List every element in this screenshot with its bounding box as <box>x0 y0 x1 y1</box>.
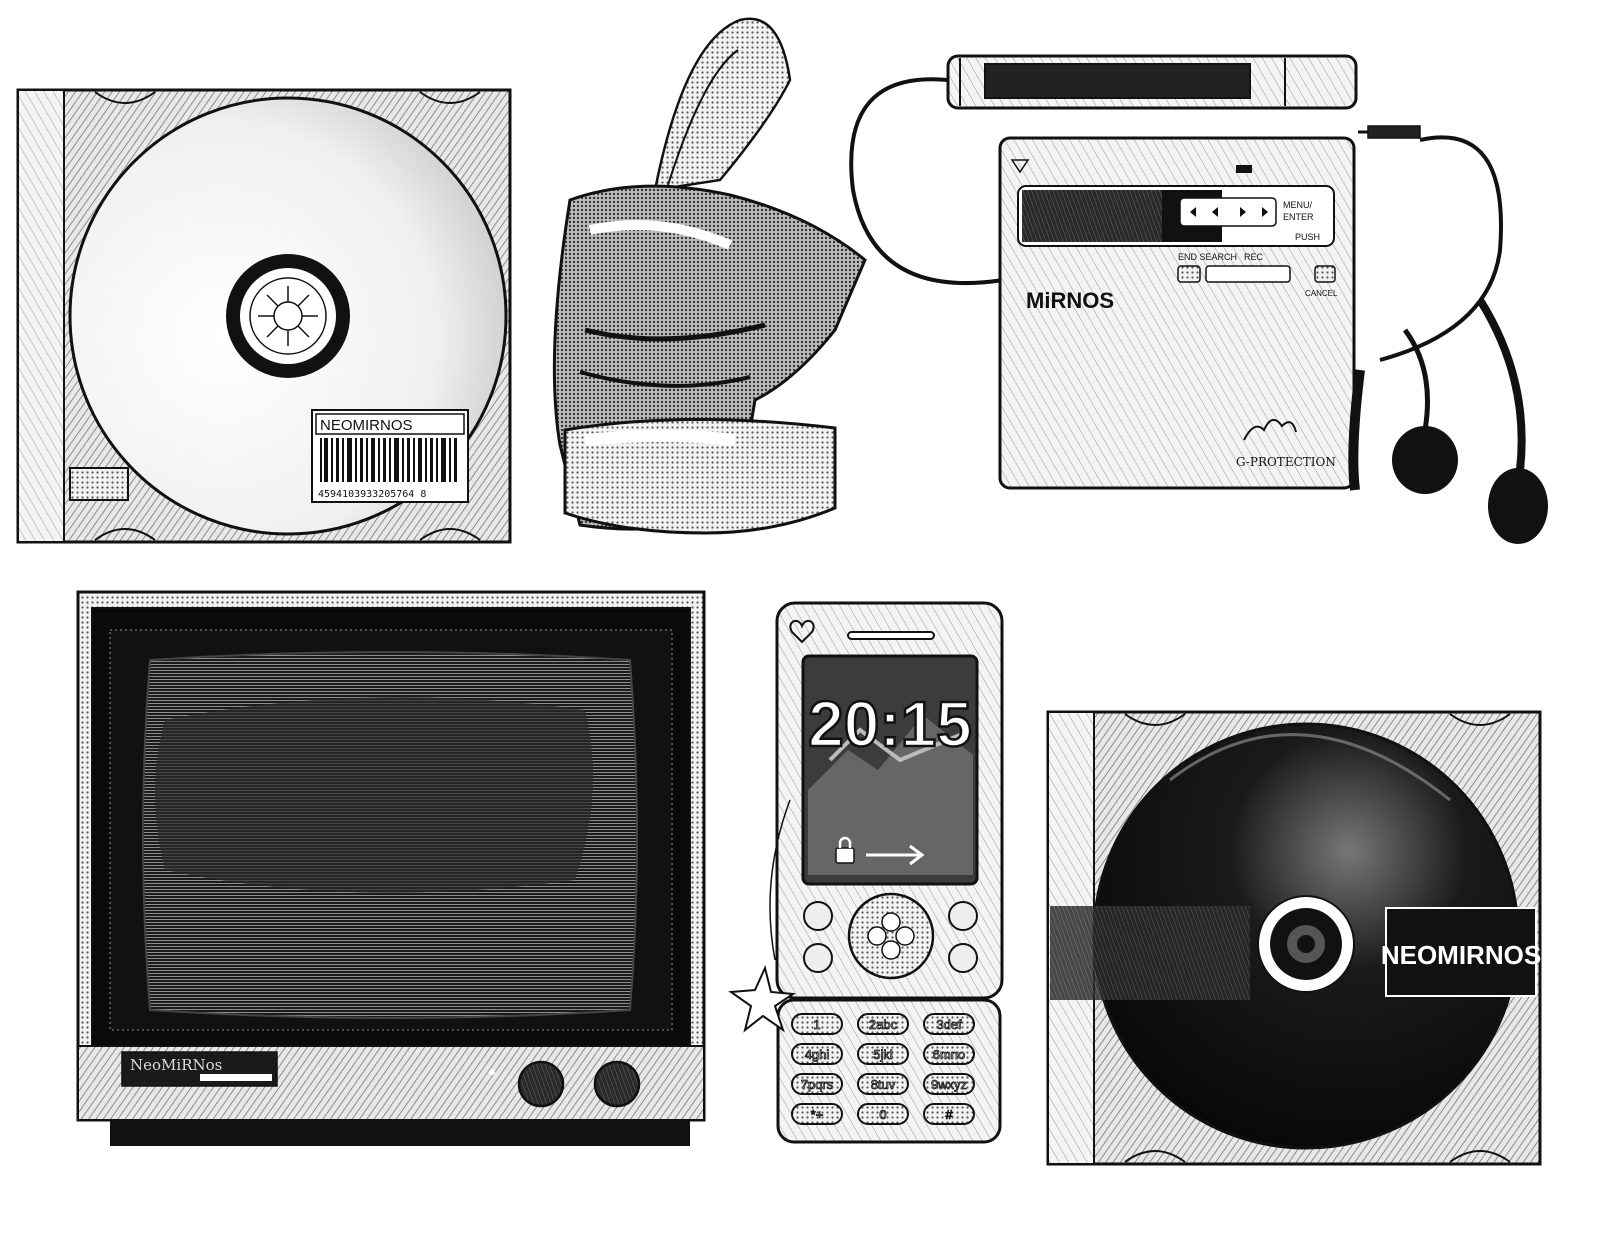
star-charm-icon <box>728 964 796 1033</box>
end-call-button[interactable] <box>948 943 978 973</box>
keypad-key-label: 2abc <box>869 1017 898 1032</box>
cd-label-text-2: NEOMIRNOS <box>1381 940 1541 970</box>
player-brand: MiRNOS <box>1026 288 1114 313</box>
barcode-bars <box>320 438 457 482</box>
can-pull-tab <box>653 17 792 192</box>
keypad-key[interactable]: 6mno <box>923 1043 975 1065</box>
tv-knob-1[interactable] <box>517 1060 565 1108</box>
player-display <box>1022 190 1162 242</box>
softkey-left[interactable] <box>803 901 833 931</box>
btn-cancel-label: CANCEL <box>1305 289 1338 298</box>
rec-slider[interactable] <box>1205 265 1291 283</box>
keypad-key-label: 7pqrs <box>801 1077 834 1092</box>
phone-speaker <box>847 631 935 640</box>
call-button[interactable] <box>803 943 833 973</box>
remote-cable <box>849 77 1004 286</box>
keypad-key[interactable]: 4ghi <box>791 1043 843 1065</box>
player-logo-text: G-PROTECTION <box>1236 455 1336 469</box>
btn-rec-label: REC <box>1244 252 1264 262</box>
keypad-key-body[interactable] <box>923 1073 975 1095</box>
keypad-key-label: 5jkl <box>873 1047 893 1062</box>
keypad-key[interactable]: *+ <box>791 1103 843 1125</box>
keypad-key-body[interactable] <box>791 1043 843 1065</box>
keypad-key[interactable]: 3def <box>923 1013 975 1035</box>
keypad-key-label: 8tuv <box>871 1077 896 1092</box>
crt-television: NeoMiRNos <box>76 590 706 1146</box>
phone-clock: 20:15 <box>808 688 972 760</box>
cd-case-spine <box>17 89 65 543</box>
keypad-key-body[interactable] <box>923 1043 975 1065</box>
keypad-key-label: *+ <box>811 1107 824 1122</box>
btn-push-label: PUSH <box>1295 232 1320 242</box>
tv-brand: NeoMiRNos <box>130 1056 222 1074</box>
nav-dpad[interactable] <box>847 892 935 980</box>
end-search-button[interactable] <box>1177 265 1201 283</box>
cancel-button[interactable] <box>1314 265 1336 283</box>
keypad-keys: 1 2abc 3def 4ghi 5jkl 6mno 7pqrs 8tuv 9wxyz *+ 0 # <box>791 1013 975 1125</box>
earbud-left <box>1392 426 1458 494</box>
cd-case-top <box>16 88 512 544</box>
minidisc-player: MENU/ ENTER PUSH END SEARCH REC CANCEL M… <box>849 54 1548 544</box>
keypad-key-body[interactable] <box>923 1013 975 1035</box>
keypad-key[interactable]: 5jkl <box>857 1043 909 1065</box>
remote-display <box>984 63 1251 99</box>
keypad-key-body[interactable] <box>857 1043 909 1065</box>
eject-triangle-icon <box>1010 159 1030 174</box>
keypad-key[interactable]: 9wxyz <box>923 1073 975 1095</box>
keypad-key-body[interactable] <box>857 1103 909 1125</box>
btn-end-search-label: END SEARCH <box>1178 252 1237 262</box>
lock-icon <box>835 836 855 864</box>
crushed-can <box>552 17 867 535</box>
keypad-key[interactable]: 0 <box>857 1103 909 1125</box>
keypad-key-label: 4ghi <box>805 1047 830 1062</box>
keypad-key-label: 6mno <box>933 1047 966 1062</box>
earbud-right <box>1488 468 1548 544</box>
arrow-right-icon <box>866 844 925 866</box>
softkey-right[interactable] <box>948 901 978 931</box>
tv-base <box>110 1120 690 1146</box>
heart-icon <box>789 619 815 644</box>
keypad-key-body[interactable] <box>923 1103 975 1125</box>
keypad-key-label: 1 <box>813 1017 820 1032</box>
cd-case-bottom: NEOMIRNOS <box>1046 710 1542 1166</box>
barcode-number: 4594103933205764 8 <box>318 489 426 500</box>
tv-power-led <box>489 1069 495 1075</box>
keypad-key-body[interactable] <box>857 1013 909 1035</box>
keypad-key-label: # <box>945 1107 953 1122</box>
keypad-key[interactable]: # <box>923 1103 975 1125</box>
cd-label-text: NEOMIRNOS <box>320 417 413 434</box>
btn-enter-label: ENTER <box>1283 212 1314 222</box>
transport-buttons[interactable] <box>1179 197 1277 227</box>
walkman-logo-icon <box>1243 419 1297 441</box>
keypad-key[interactable]: 1 <box>791 1013 843 1035</box>
slider-phone: 20:15 1 2abc 3def 4ghi 5jkl 6mno 7pqrs 8tuv 9wxy… <box>728 601 1004 1144</box>
clover-icon <box>867 912 915 960</box>
btn-menu-label: MENU/ <box>1283 200 1312 210</box>
keypad-key-body[interactable] <box>791 1103 843 1125</box>
keypad-key-body[interactable] <box>791 1073 843 1095</box>
keypad-key-label: 9wxyz <box>931 1077 967 1092</box>
cd-label-sticker <box>1385 907 1537 997</box>
headphone-jack <box>1367 125 1421 139</box>
tv-knob-2[interactable] <box>593 1060 641 1108</box>
keypad-key[interactable]: 7pqrs <box>791 1073 843 1095</box>
keypad-key-body[interactable] <box>791 1013 843 1035</box>
keypad-key[interactable]: 8tuv <box>857 1073 909 1095</box>
barcode-sticker <box>311 409 469 503</box>
keypad-key-label: 3def <box>936 1017 962 1032</box>
keypad-key[interactable]: 2abc <box>857 1013 909 1035</box>
keypad-key-body[interactable] <box>857 1073 909 1095</box>
keypad-key-label: 0 <box>879 1107 886 1122</box>
